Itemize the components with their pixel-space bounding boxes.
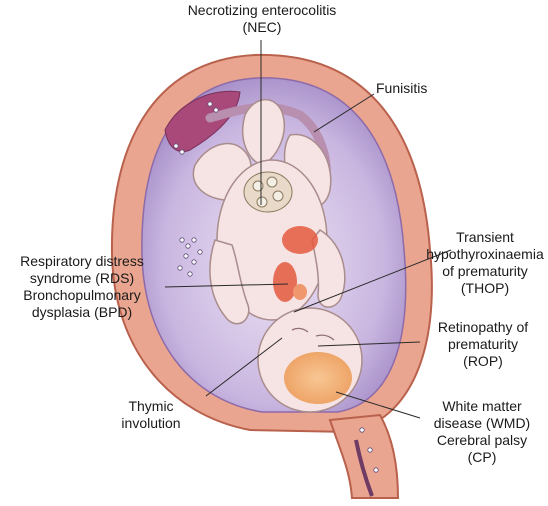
intestines [243, 171, 293, 213]
cervix [328, 413, 400, 499]
label-nec: Necrotizing enterocolitis (NEC) [187, 2, 337, 35]
placenta [164, 90, 241, 153]
label-rds-bpd: Respiratory distress syndrome (RDS) Bron… [20, 253, 144, 320]
leader-lines [164, 40, 452, 419]
label-wmd-cp: White matter disease (WMD) Cerebral pals… [433, 398, 531, 465]
label-funisitis: Funisitis [376, 80, 428, 96]
fetus [192, 98, 363, 413]
label-thop: Transient hypothyroxinaemia of prematuri… [426, 229, 544, 296]
inflammatory-cells [173, 101, 379, 473]
chest-organs [273, 226, 318, 302]
brain-damage [284, 352, 352, 404]
label-rop: Retinopathy of prematurity (ROP) [437, 319, 529, 369]
label-thymic-involution: Thymic involution [121, 398, 181, 431]
